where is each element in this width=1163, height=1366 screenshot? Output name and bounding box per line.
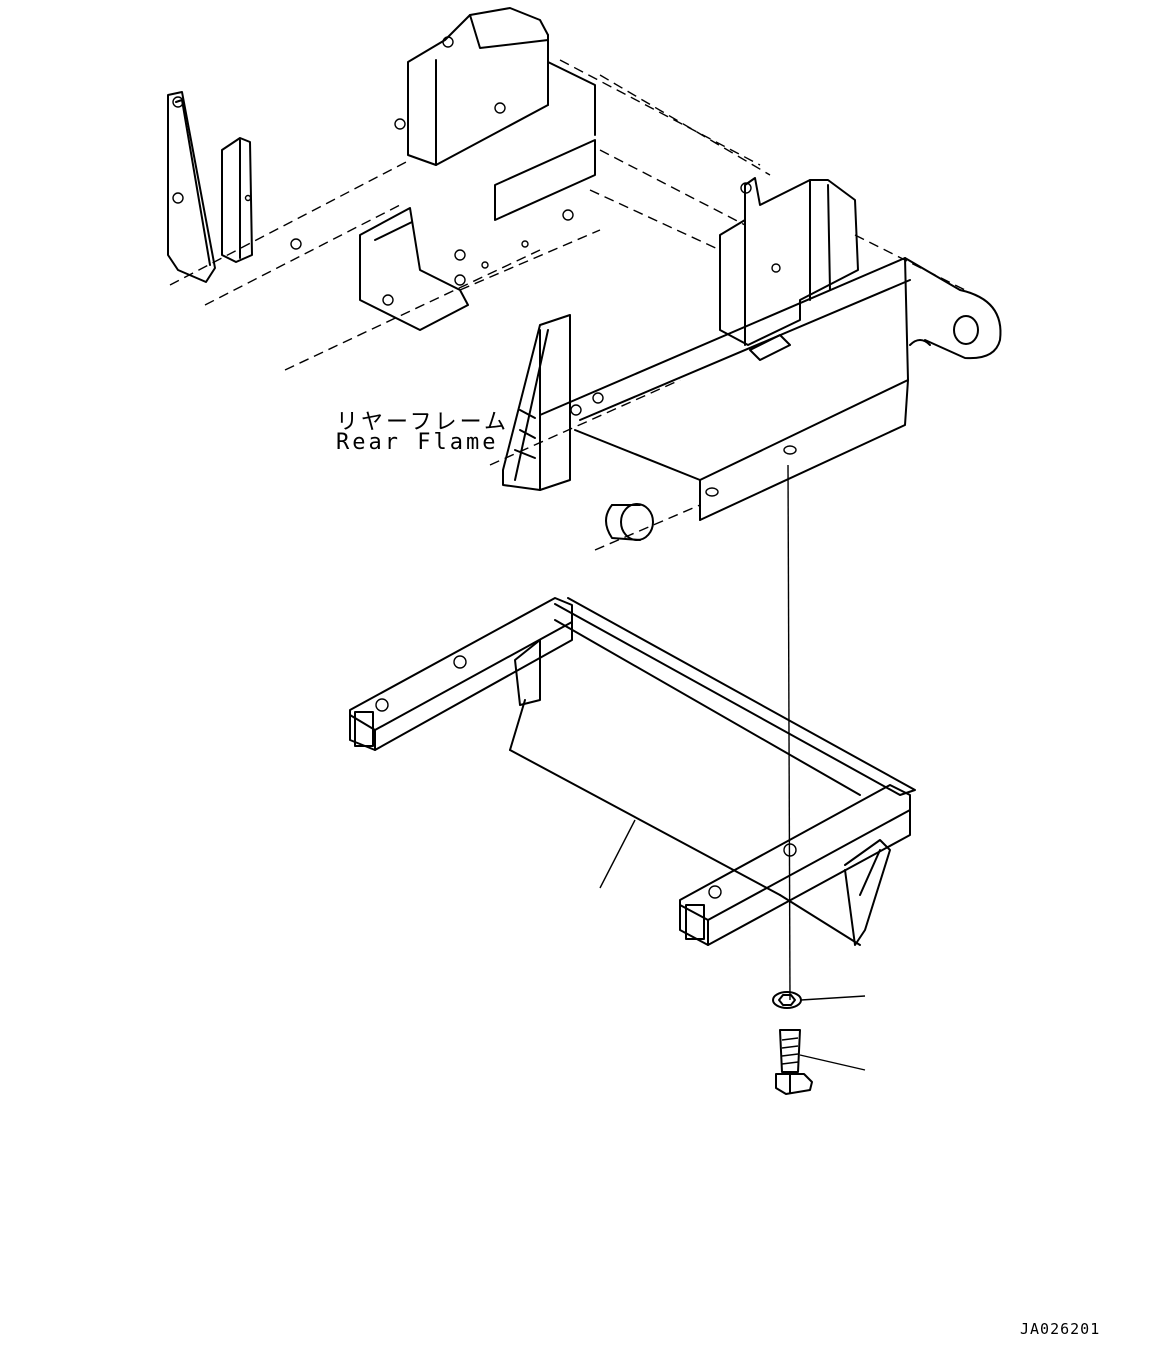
drawing-code: JA026201: [1020, 1320, 1101, 1338]
collar: [605, 503, 654, 541]
right-housing: [719, 177, 859, 361]
bolt: [775, 1029, 866, 1095]
mounting-bracket: [349, 597, 916, 946]
frame-lug: [904, 257, 1002, 360]
left-gusset: [167, 91, 302, 283]
rear-frame-label-en: Rear Flame: [336, 430, 499, 455]
center-crossmember: [359, 139, 596, 331]
main-box-beam: [539, 257, 911, 521]
front-gusset: [502, 314, 571, 491]
rear-frame-label-jp: リヤーフレーム: [336, 410, 510, 435]
assembly-center-line: [787, 464, 791, 1001]
rear-frame: [167, 7, 1002, 551]
rear-upright-plate: [394, 7, 596, 166]
washer: [772, 991, 866, 1009]
